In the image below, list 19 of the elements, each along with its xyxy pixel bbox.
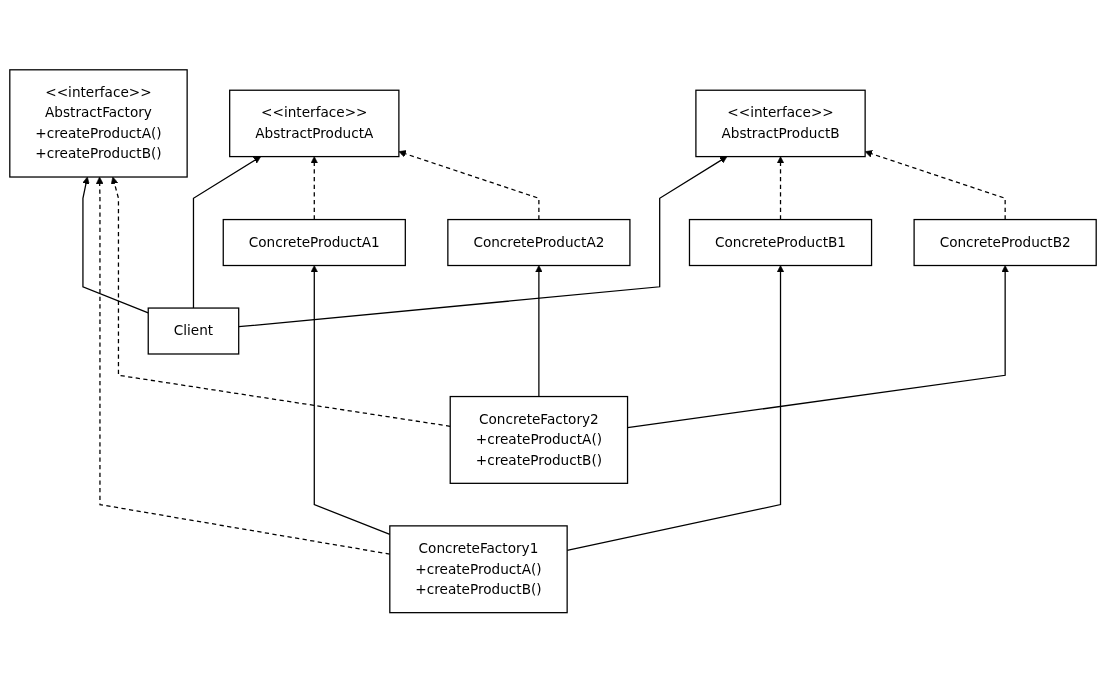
arrow [534, 264, 543, 397]
arrow [864, 149, 1006, 220]
node-box: ConcreteProductA2 [446, 218, 631, 266]
node-box: ConcreteFactory1 +createProductA() +createProductB() [388, 525, 568, 614]
arrow [95, 176, 390, 555]
arrow [398, 149, 539, 220]
node-box: <<interface>> AbstractProductA [228, 89, 399, 157]
node-box: ConcreteProductB1 [688, 218, 872, 266]
arrow [192, 156, 261, 309]
arrow [310, 264, 390, 535]
node-box: ConcreteProductA1 [222, 218, 406, 266]
arrow [566, 264, 784, 551]
node-box: ConcreteFactory2 +createProductA() +createProductB() [449, 395, 628, 484]
node-box: ConcreteProductB2 [912, 218, 1097, 266]
node-box: Client [147, 307, 239, 355]
node-box: <<interface>> AbstractProductB [694, 89, 866, 157]
node-box: <<interface>> AbstractFactory +createProductA() +createProductB() [8, 68, 188, 178]
arrow [776, 156, 784, 220]
arrow [310, 156, 318, 220]
